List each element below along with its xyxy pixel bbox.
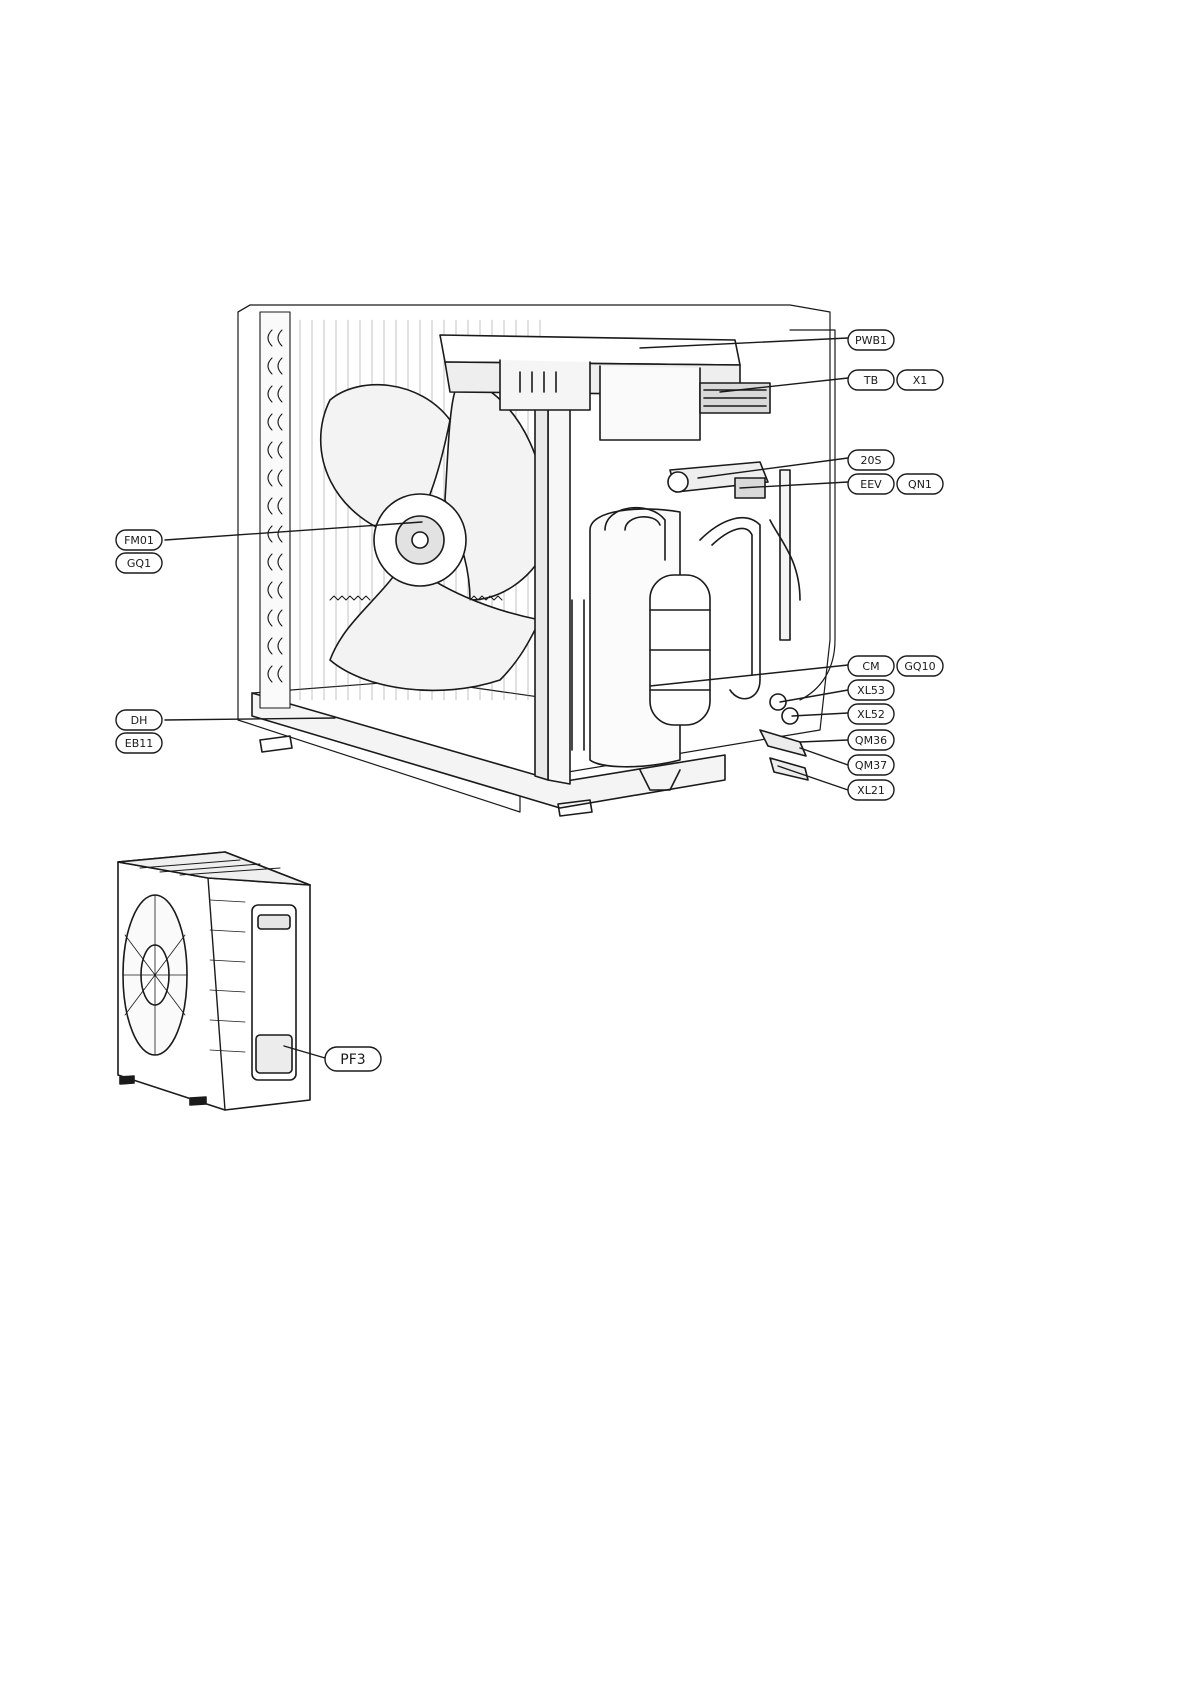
label-qm37: QM37 [855, 759, 887, 772]
label-eev: EEV [860, 478, 882, 491]
label-fm01: FM01 [124, 534, 154, 547]
label-pwb1: PWB1 [855, 334, 887, 347]
label-xl21: XL21 [857, 784, 885, 797]
label-gq10: GQ10 [904, 660, 935, 673]
label-gq1: GQ1 [127, 557, 151, 570]
label-dh: DH [131, 714, 148, 727]
label-20s: 20S [861, 454, 882, 467]
four-way-valve [668, 462, 768, 498]
outdoor-unit-cutaway [238, 305, 835, 816]
label-xl52: XL52 [857, 708, 885, 721]
label-x1: X1 [913, 374, 928, 387]
fan [321, 379, 547, 691]
service-valves [760, 694, 808, 780]
label-xl53: XL53 [857, 684, 885, 697]
label-eb11: EB11 [125, 737, 154, 750]
label-qm36: QM36 [855, 734, 887, 747]
condenser-coil [260, 312, 290, 708]
outdoor-unit-exterior [118, 852, 310, 1110]
label-pf3: PF3 [340, 1052, 365, 1068]
label-qn1: QN1 [908, 478, 932, 491]
label-cm: CM [862, 660, 879, 673]
label-tb: TB [863, 374, 878, 387]
